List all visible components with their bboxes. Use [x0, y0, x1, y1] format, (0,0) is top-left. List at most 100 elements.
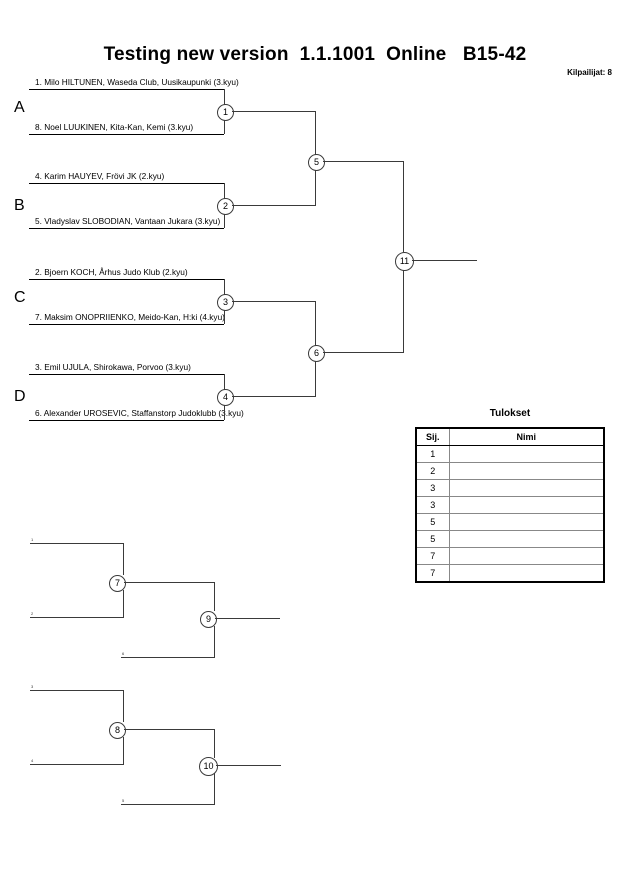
name-cell[interactable]: [448, 530, 605, 548]
table-row[interactable]: 5: [415, 513, 605, 531]
advance-line-m7-m9: [124, 582, 214, 583]
repechage-output-line-2: [216, 765, 281, 766]
name-cell[interactable]: [448, 462, 605, 480]
repechage-feed-label-5: 5: [122, 798, 125, 803]
name-cell[interactable]: [448, 496, 605, 514]
connector-m3-bottom: [224, 309, 225, 324]
match-circle-5[interactable]: 5: [308, 154, 325, 171]
competitor-label-4: 4. Karim HAUYEV, Frövi JK (2.kyu): [35, 171, 165, 181]
repechage-line-third-place-2: [121, 804, 214, 805]
seed-line-1: [29, 89, 224, 90]
name-cell[interactable]: [448, 513, 605, 531]
advance-line-m2-m5: [232, 205, 315, 206]
group-label-b: B: [14, 197, 25, 214]
connector-m5-bottom: [315, 169, 316, 206]
column-header-name: Nimi: [448, 427, 605, 446]
group-label-d: D: [14, 388, 26, 405]
table-row[interactable]: 7: [415, 564, 605, 583]
repechage-connector-m8-top: [123, 690, 124, 722]
page-title: Testing new version 1.1.1001 Online B15-…: [103, 44, 527, 65]
connector-m3-top: [224, 279, 225, 302]
repechage-connector-m8-bottom: [123, 737, 124, 765]
match-circle-4[interactable]: 4: [217, 389, 234, 406]
results-table: Sij. Nimi 1 2 3 3 5: [415, 427, 605, 583]
match-circle-1[interactable]: 1: [217, 104, 234, 121]
repechage-feed-label-2: 2: [31, 611, 34, 616]
table-row[interactable]: 7: [415, 547, 605, 565]
repechage-output-line-1: [215, 618, 280, 619]
repechage-feed-label-3: 3: [31, 684, 34, 689]
seed-line-2: [29, 279, 224, 280]
table-row[interactable]: 2: [415, 462, 605, 480]
match-circle-10[interactable]: 10: [199, 757, 218, 776]
entrant-count-label: Kilpailijat: 8: [567, 68, 612, 77]
connector-m6-bottom: [315, 360, 316, 397]
advance-line-m6-m11: [323, 352, 403, 353]
match-circle-3[interactable]: 3: [217, 294, 234, 311]
name-cell[interactable]: [448, 445, 605, 463]
repechage-connector-m10-bottom: [214, 773, 215, 805]
name-cell[interactable]: [448, 479, 605, 497]
rank-cell: 3: [415, 496, 450, 514]
repechage-line-r1-bottom: [30, 617, 123, 618]
results-header-row: Sij. Nimi: [415, 427, 605, 446]
connector-m11-bottom: [403, 269, 404, 353]
seed-line-6: [29, 420, 224, 421]
match-circle-8[interactable]: 8: [109, 722, 126, 739]
seed-line-4: [29, 183, 224, 184]
column-header-rank: Sij.: [415, 427, 450, 446]
competitor-label-2: 2. Bjoern KOCH, Århus Judo Klub (2.kyu): [35, 267, 188, 277]
connector-m2-top: [224, 183, 225, 206]
name-cell[interactable]: [448, 547, 605, 565]
competitor-label-8: 8. Noel LUUKINEN, Kita-Kan, Kemi (3.kyu): [35, 122, 194, 132]
match-circle-11[interactable]: 11: [395, 252, 414, 271]
connector-m1-top: [224, 89, 225, 112]
repechage-connector-m9-bottom: [214, 626, 215, 658]
match-circle-7[interactable]: 7: [109, 575, 126, 592]
table-row[interactable]: 3: [415, 496, 605, 514]
repechage-feed-label-6: 6: [122, 651, 125, 656]
seed-line-3: [29, 374, 224, 375]
advance-line-m4-m6: [232, 396, 315, 397]
rank-cell: 5: [415, 513, 450, 531]
competitor-label-7: 7. Maksim ONOPRIIENKO, Meido-Kan, H:ki (…: [35, 312, 225, 322]
connector-m2-bottom: [224, 213, 225, 228]
rank-cell: 7: [415, 547, 450, 565]
group-label-a: A: [14, 99, 25, 116]
connector-m4-bottom: [224, 404, 225, 420]
winner-output-line: [412, 260, 477, 261]
repechage-connector-m7-bottom: [123, 590, 124, 618]
repechage-line-r1-top: [30, 543, 123, 544]
advance-line-m8-m10: [124, 729, 214, 730]
repechage-connector-m7-top: [123, 543, 124, 575]
rank-cell: 1: [415, 445, 450, 463]
repechage-feed-label-1: 1: [31, 537, 34, 542]
table-row[interactable]: 1: [415, 445, 605, 463]
results-title: Tulokset: [489, 408, 531, 419]
match-circle-9[interactable]: 9: [200, 611, 217, 628]
repechage-connector-m9-top: [214, 582, 215, 611]
repechage-feed-label-4: 4: [31, 758, 34, 763]
rank-cell: 7: [415, 564, 450, 583]
competitor-label-6: 6. Alexander UROSEVIC, Staffanstorp Judo…: [35, 408, 244, 418]
repechage-line-r2-bottom: [30, 764, 123, 765]
table-row[interactable]: 5: [415, 530, 605, 548]
name-cell[interactable]: [448, 564, 605, 583]
advance-line-m3-m6: [232, 301, 315, 302]
rank-cell: 2: [415, 462, 450, 480]
repechage-line-third-place-1: [121, 657, 214, 658]
competitor-label-5: 5. Vladyslav SLOBODIAN, Vantaan Jukara (…: [35, 216, 221, 226]
advance-line-m1-m5: [232, 111, 315, 112]
table-row[interactable]: 3: [415, 479, 605, 497]
seed-line-8: [29, 134, 224, 135]
advance-line-m5-m11: [323, 161, 403, 162]
rank-cell: 5: [415, 530, 450, 548]
match-circle-2[interactable]: 2: [217, 198, 234, 215]
competitor-label-3: 3. Emil UJULA, Shirokawa, Porvoo (3.kyu): [35, 362, 191, 372]
group-label-c: C: [14, 289, 26, 306]
repechage-connector-m10-top: [214, 729, 215, 758]
results-body: 1 2 3 3 5 5 7: [415, 445, 605, 583]
match-circle-6[interactable]: 6: [308, 345, 325, 362]
connector-m5-top: [315, 111, 316, 161]
